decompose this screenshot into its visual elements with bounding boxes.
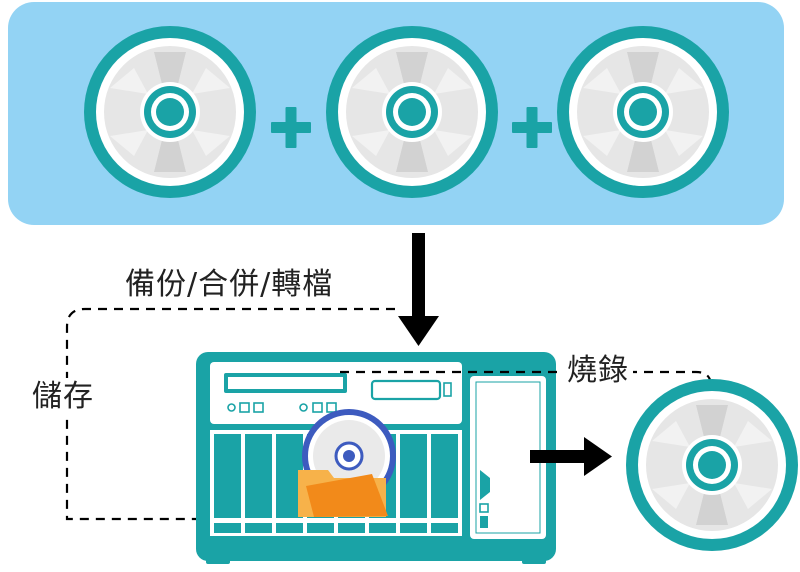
label-store: 儲存: [28, 378, 98, 416]
disc-icon: [557, 26, 729, 198]
down-arrow-icon: [398, 233, 439, 346]
label-backup-merge-convert: 備份/合併/轉檔: [121, 266, 338, 304]
store-path: [65, 307, 395, 524]
folder-icon: [298, 470, 388, 517]
right-arrow-icon: [530, 437, 612, 476]
disc-icon: [626, 379, 798, 551]
plus-icon: [512, 107, 552, 148]
burn-path: [340, 370, 713, 418]
disc-icon: [84, 26, 256, 198]
disc-icon: [326, 26, 498, 198]
plus-icon: [271, 107, 311, 148]
label-burn: 燒錄: [563, 352, 633, 390]
